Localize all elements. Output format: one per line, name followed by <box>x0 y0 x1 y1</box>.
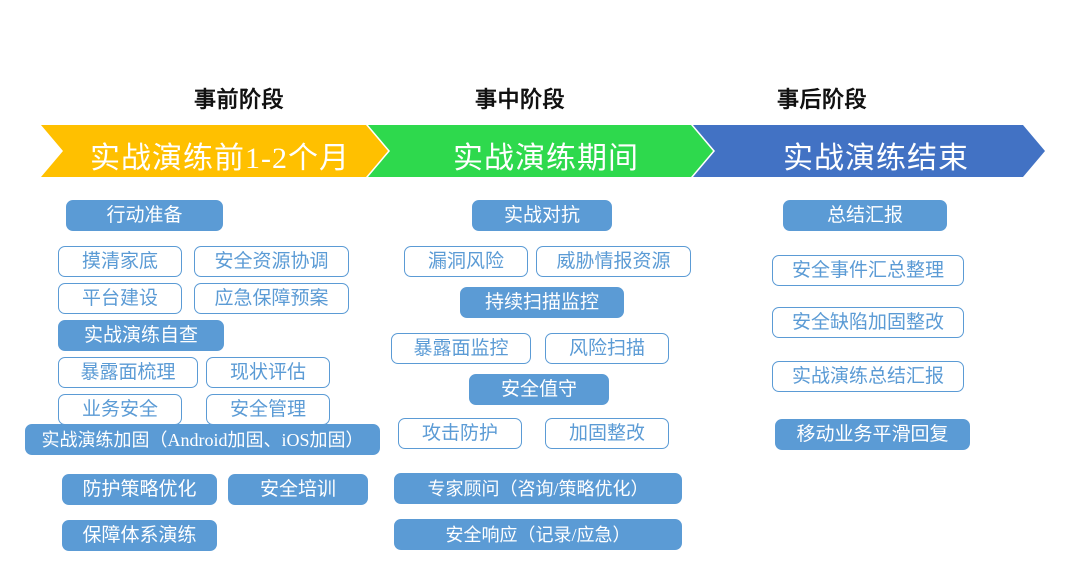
chevron-segment-post <box>693 125 1045 177</box>
phase-title-during: 事中阶段 <box>475 87 566 112</box>
task-box[interactable]: 安全管理 <box>206 394 330 425</box>
task-box[interactable]: 总结汇报 <box>783 200 947 231</box>
task-box[interactable]: 应急保障预案 <box>194 283 349 314</box>
task-box[interactable]: 安全事件汇总整理 <box>772 255 964 286</box>
task-box[interactable]: 摸清家底 <box>58 246 182 277</box>
task-box[interactable]: 暴露面梳理 <box>58 357 198 388</box>
task-box[interactable]: 移动业务平滑回复 <box>775 419 970 450</box>
task-box[interactable]: 暴露面监控 <box>391 333 531 364</box>
task-box[interactable]: 安全培训 <box>228 474 368 505</box>
task-box[interactable]: 实战演练加固（Android加固、iOS加固） <box>25 424 380 455</box>
task-box[interactable]: 现状评估 <box>206 357 330 388</box>
task-box[interactable]: 攻击防护 <box>398 418 522 449</box>
task-box[interactable]: 保障体系演练 <box>62 520 217 551</box>
task-box[interactable]: 专家顾问（咨询/策略优化） <box>394 473 682 504</box>
task-box[interactable]: 安全缺陷加固整改 <box>772 307 964 338</box>
task-box[interactable]: 业务安全 <box>58 394 182 425</box>
banner-label-pre: 实战演练前1-2个月 <box>90 142 350 175</box>
task-box[interactable]: 实战演练自查 <box>58 320 224 351</box>
task-box[interactable]: 风险扫描 <box>545 333 669 364</box>
task-box[interactable]: 加固整改 <box>545 418 669 449</box>
phase-title-post: 事后阶段 <box>777 87 868 112</box>
task-box[interactable]: 安全资源协调 <box>194 246 349 277</box>
chevron-segment-pre <box>41 125 388 177</box>
task-box[interactable]: 实战演练总结汇报 <box>772 361 964 392</box>
phase-banner: 实战演练前1-2个月 实战演练期间 实战演练结束 <box>0 124 1080 178</box>
phase-title-pre: 事前阶段 <box>194 87 285 112</box>
task-box[interactable]: 实战对抗 <box>472 200 612 231</box>
task-box[interactable]: 持续扫描监控 <box>460 287 624 318</box>
task-box[interactable]: 行动准备 <box>66 200 223 231</box>
task-box[interactable]: 威胁情报资源 <box>536 246 691 277</box>
task-box[interactable]: 平台建设 <box>58 283 182 314</box>
task-box[interactable]: 安全值守 <box>469 374 609 405</box>
chevron-segment-during <box>368 125 713 177</box>
task-box[interactable]: 安全响应（记录/应急） <box>394 519 682 550</box>
task-box[interactable]: 漏洞风险 <box>404 246 528 277</box>
task-box[interactable]: 防护策略优化 <box>62 474 217 505</box>
banner-label-post: 实战演练结束 <box>783 142 969 175</box>
banner-label-during: 实战演练期间 <box>453 142 639 175</box>
